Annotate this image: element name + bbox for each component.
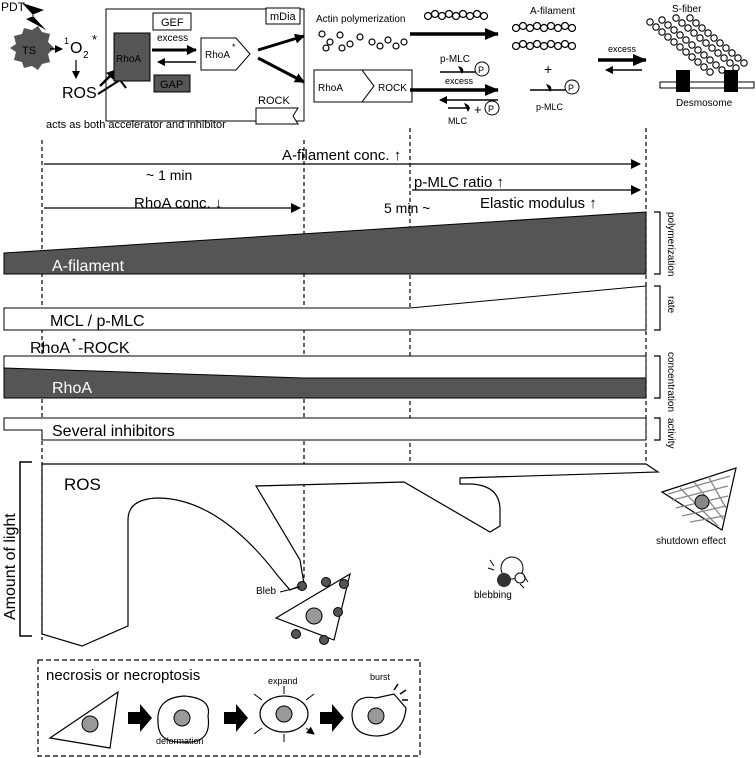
step-arrow-1 [128, 704, 152, 732]
excess2-label: excess [445, 76, 474, 86]
ros-label: ROS [62, 85, 97, 102]
singlet-star: * [92, 32, 97, 47]
gef-box [152, 12, 192, 31]
rhoa-gtp-box [200, 37, 251, 71]
rhoa-rock-bar-label: RhoA [30, 340, 70, 357]
a-filament-bar-label: A-filament [52, 258, 125, 275]
expand-label: expand [268, 676, 298, 686]
blebbing-label: blebbing [474, 590, 512, 601]
rhoa-rock-box-right [361, 69, 413, 103]
mdia-box [265, 7, 301, 25]
side-rate: rate [665, 296, 676, 314]
step-arrow-3 [320, 704, 344, 732]
s-fiber-bundle [646, 14, 748, 76]
step-arrow-2 [224, 704, 248, 732]
p-circle-2: P [488, 104, 494, 114]
ts-label: TS [22, 45, 36, 57]
ros-light-label: ROS [64, 475, 101, 494]
one-min-label: ~ 1 min [146, 167, 192, 183]
rhoa-bar-label: RhoA [52, 380, 92, 397]
inhibitors-bar [3, 417, 647, 441]
light-bracket [19, 461, 32, 637]
blebbing-icon [487, 556, 529, 589]
necrosis-title: necrosis or necroptosis [46, 667, 200, 684]
bleb-cell-icon [274, 572, 351, 645]
rhoa-gdp-box [113, 32, 151, 82]
side-activity: activity [665, 418, 676, 449]
necrosis-cell-4 [351, 683, 408, 737]
ros-light-shape [41, 463, 660, 647]
rhoa-star-sup: * [232, 42, 236, 52]
singlet-subscript: 2 [83, 50, 89, 61]
gap-box [153, 74, 191, 93]
excess-label: excess [157, 33, 188, 44]
excess3-label: excess [608, 44, 637, 54]
pdt-label: PDT [1, 0, 26, 14]
rhoa-rock-a: RhoA [318, 83, 343, 94]
singlet-superscript: 1 [64, 36, 69, 46]
rhoa-cycle-box [105, 8, 305, 122]
mechanism-section: PDT TS 1 O 2 * ROS acts as both accelera… [1, 0, 755, 131]
desmosome-label: Desmosome [676, 98, 733, 109]
lightning-icon [22, 3, 46, 30]
mcl-bar [3, 285, 647, 331]
five-min-label: 5 min ~ [384, 200, 430, 216]
inhibitors-bar-label: Several inhibitors [52, 423, 175, 440]
singlet-o: O [70, 40, 82, 57]
light-label: Amount of light [2, 513, 19, 620]
actin-poly-label: Actin polymerization [316, 14, 405, 25]
a-filament-bar [3, 211, 647, 275]
rock-label: ROCK [258, 95, 290, 107]
burst-label: burst [370, 672, 391, 682]
a-filament-label: A-filament [530, 6, 575, 17]
mdia-label: mDia [270, 11, 297, 23]
a-filament-chains [511, 21, 577, 51]
necrosis-box [37, 659, 421, 757]
side-brackets [654, 211, 661, 441]
pmlc-ratio-label: p-MLC ratio ↑ [414, 174, 504, 191]
elastic-label: Elastic modulus ↑ [480, 195, 597, 212]
rhoa-star-label: RhoA [205, 50, 230, 61]
gap-label: GAP [160, 79, 183, 91]
s-fiber-label: S-fiber [672, 4, 702, 15]
accel-inhib-label: acts as both accelerator and inhibitor [46, 119, 226, 131]
necrosis-section: necrosis or necroptosis deformation expa… [37, 659, 421, 757]
pmlc2-label: p-MLC [536, 102, 564, 112]
ts-gear-icon [10, 26, 54, 70]
side-concentration: concentration [665, 352, 676, 412]
membrane [659, 81, 755, 89]
gef-label: GEF [161, 17, 184, 29]
rhoa-rock-b: ROCK [378, 83, 407, 94]
rhoa-label: RhoA [116, 54, 141, 65]
deformation-label: deformation [156, 736, 204, 746]
rock-shape [255, 107, 299, 125]
light-section: Amount of light ROS Bleb blebbing [2, 461, 737, 647]
mlc-label: MLC [448, 116, 468, 126]
plus-label: + [474, 102, 482, 117]
shutdown-label: shutdown effect [656, 536, 726, 547]
rhoa-rock-bar-star: * [72, 337, 76, 348]
shutdown-cell-icon [660, 467, 737, 531]
necrosis-cell-2 [157, 695, 210, 743]
p-circle-1: P [478, 65, 484, 75]
mcl-bar-label: MCL / p-MLC [50, 313, 145, 330]
rhoa-rock-bar-tail: -ROCK [78, 340, 130, 357]
p-circle-3: P [568, 83, 574, 93]
actin-monomers [318, 30, 408, 52]
rhoa-bar [3, 367, 647, 399]
pmlc-label: p-MLC [440, 54, 470, 65]
bleb-label: Bleb [256, 586, 276, 597]
necrosis-cell-3 [253, 686, 314, 742]
actin-chain-top [423, 9, 489, 21]
side-polymerization: polymerization [665, 212, 676, 276]
a-conc-label: A-filament conc. ↑ [282, 147, 401, 164]
bars-section: A-filament MCL / p-MLC RhoA * -ROCK RhoA… [3, 211, 676, 449]
plus2-label: + [544, 61, 552, 77]
necrosis-cell-1 [48, 690, 119, 749]
rhoa-conc-label: RhoA conc. ↓ [134, 195, 222, 212]
